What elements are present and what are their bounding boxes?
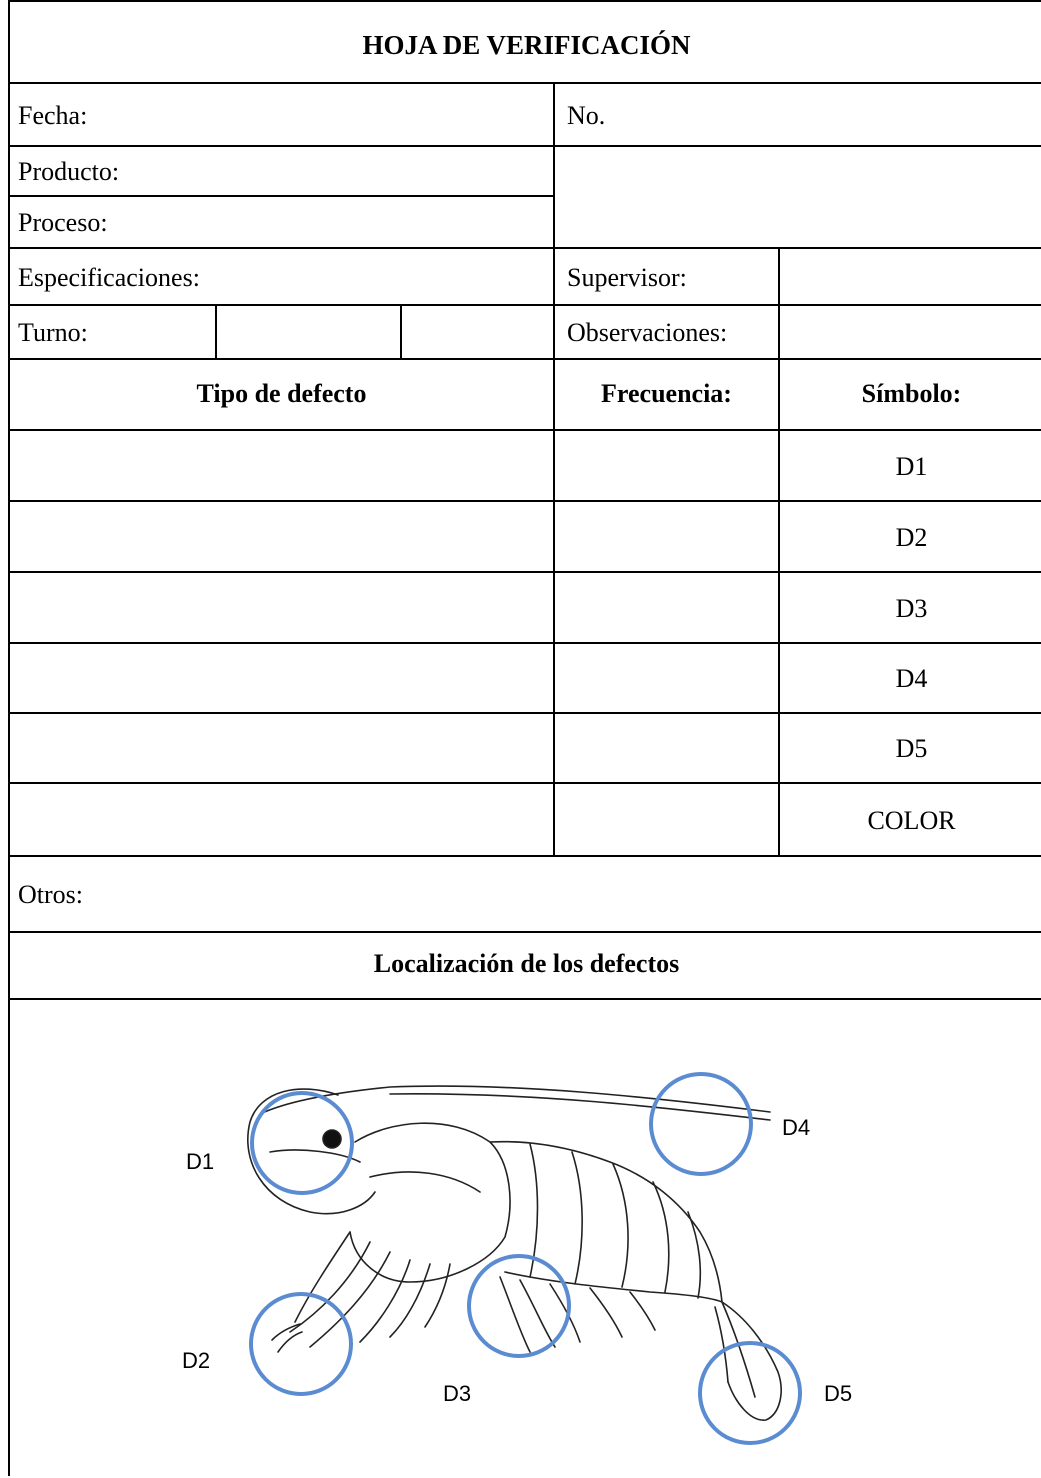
proceso-label: Proceso: [18,208,108,237]
defect-circle-d1 [250,1091,354,1195]
observaciones-label: Observaciones: [567,318,728,347]
defect-circle-d3 [467,1254,571,1358]
diagram-label-d1: D1 [186,1149,215,1174]
symbol-d4: D4 [895,664,928,693]
symbol-color: COLOR [867,806,956,835]
producto-label: Producto: [18,157,120,186]
defect-circles [249,1072,802,1445]
especificaciones-label: Especificaciones: [18,263,200,292]
diagram-label-d3: D3 [443,1381,472,1406]
number-label: No. [567,101,606,130]
otros-label: Otros: [18,880,83,909]
supervisor-label: Supervisor: [567,263,687,292]
defect-circle-d5 [698,1341,802,1445]
diagram-label-d2: D2 [182,1348,211,1373]
symbol-d3: D3 [895,594,928,623]
localizacion-title: Localización de los defectos [373,949,680,978]
symbol-d5: D5 [895,734,928,763]
fecha-label: Fecha: [18,101,88,130]
defect-circle-d4 [649,1072,753,1176]
defect-circle-d2 [249,1292,353,1396]
shrimp-drawing [247,1085,782,1421]
page-title: HOJA DE VERIFICACIÓN [362,30,691,60]
simbolo-header: Símbolo: [861,379,962,408]
diagram-label-d5: D5 [824,1381,853,1406]
frecuencia-header: Frecuencia: [601,379,732,408]
verification-sheet: HOJA DE VERIFICACIÓN Fecha: No. Producto… [8,0,1041,1476]
tipo-defecto-header: Tipo de defecto [196,379,367,408]
diagram-label-d4: D4 [782,1115,811,1140]
symbol-d1: D1 [895,452,928,481]
turno-label: Turno: [18,318,88,347]
shrimp-diagram [247,1072,802,1445]
symbol-d2: D2 [895,523,928,552]
